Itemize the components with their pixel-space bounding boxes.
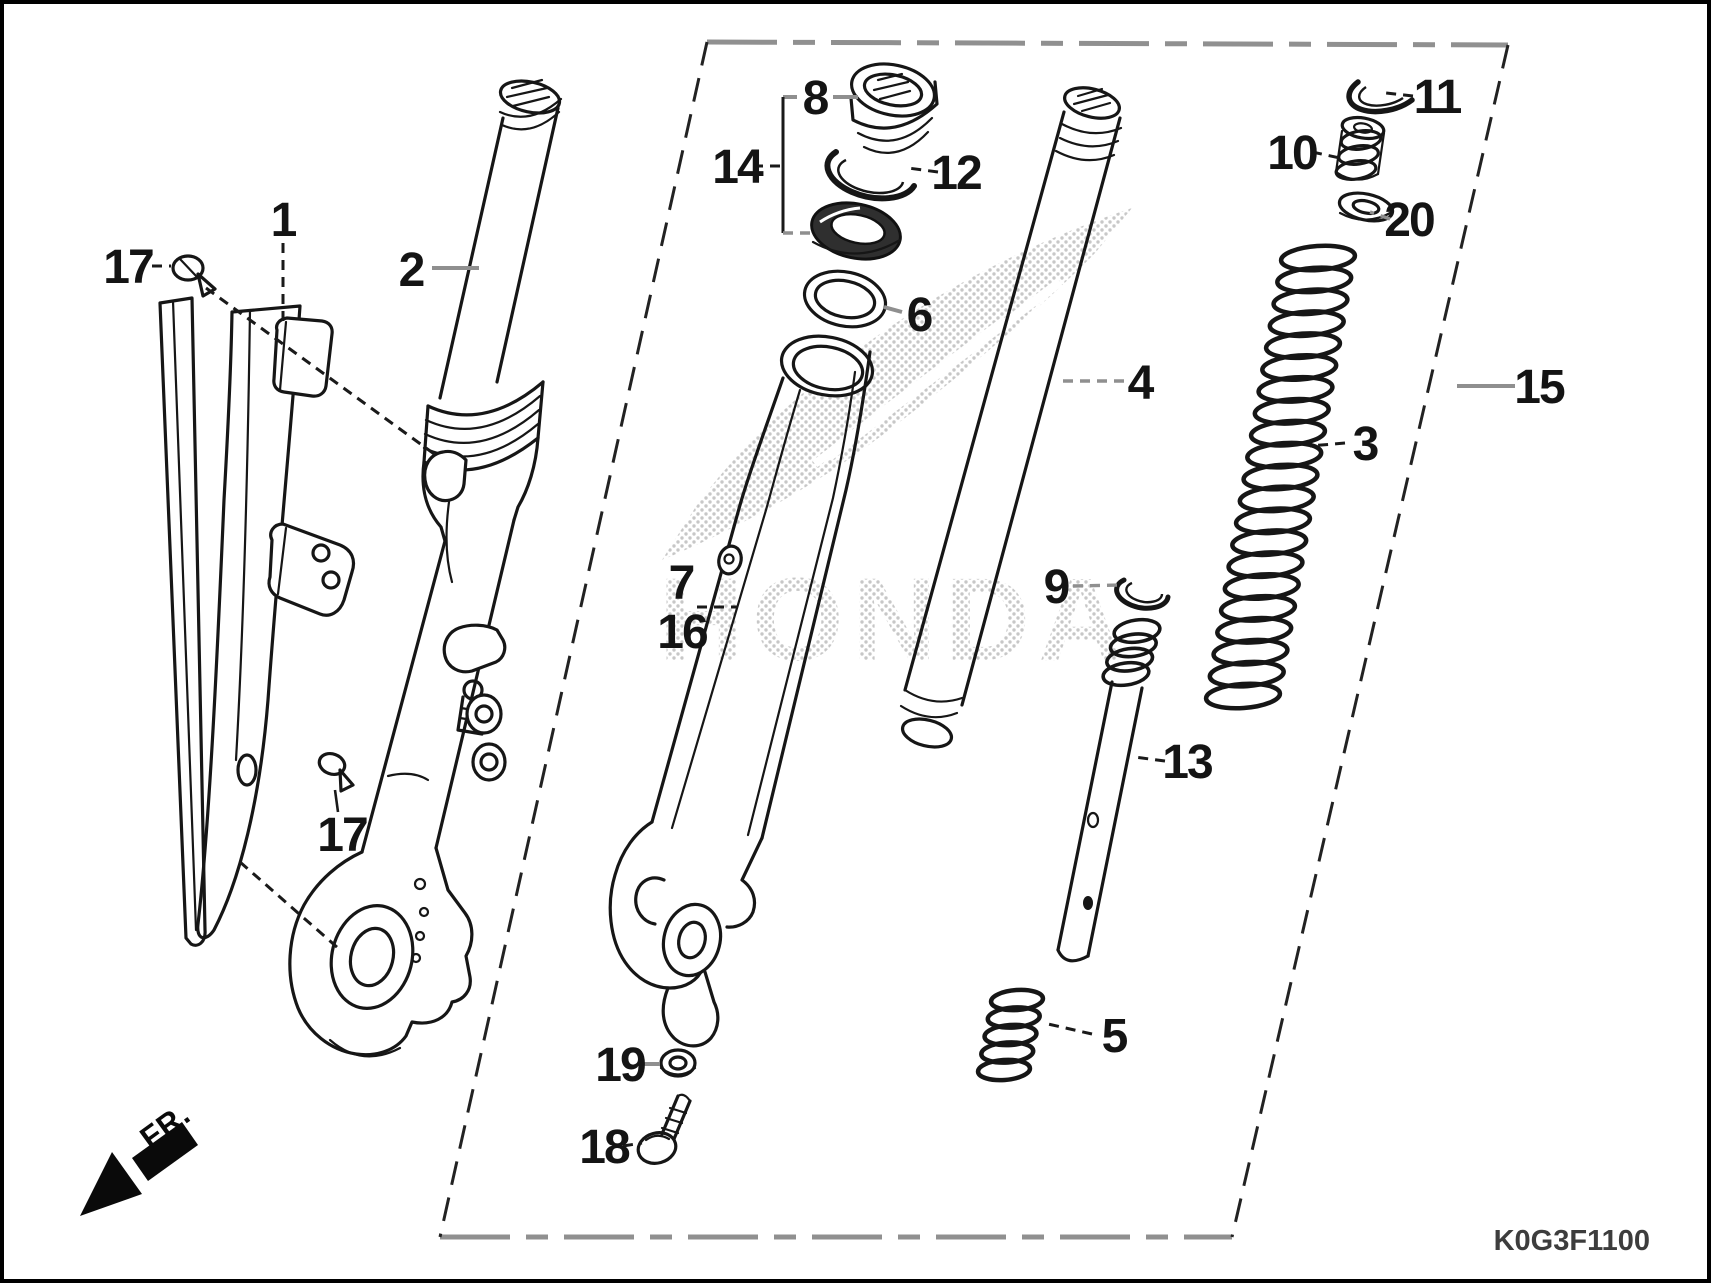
damper-rod [1056, 617, 1162, 963]
part-label-12: 12 [931, 147, 981, 200]
washer-20 [1337, 191, 1395, 223]
part-label-15: 15 [1514, 361, 1565, 414]
part-label-20: 20 [1384, 194, 1434, 247]
part-label-16: 16 [657, 606, 707, 659]
part-label-8: 8 [803, 72, 829, 125]
leader-lines [152, 91, 1515, 1148]
honda-watermark: HONDA [659, 208, 1132, 686]
clip-9 [1114, 577, 1171, 611]
fork-bottom-case [608, 334, 875, 1048]
part-label-6: 6 [907, 289, 932, 342]
honda-wing-icon [662, 208, 1132, 560]
part-label-11: 11 [1414, 71, 1462, 124]
part-label-3: 3 [1353, 418, 1378, 471]
part-label-2: 2 [399, 244, 424, 297]
part-label-18: 18 [579, 1121, 630, 1174]
rebound-spring [975, 987, 1046, 1083]
front-direction-marker: FR. [80, 1096, 198, 1216]
part-label-13: 13 [1162, 736, 1212, 789]
protector-screw-bottom [317, 752, 355, 793]
spring-seat-10 [1334, 115, 1386, 181]
part-labels: 1 2 3 4 5 6 7 8 9 10 11 12 13 14 15 16 1… [103, 71, 1567, 1174]
part-label-4: 4 [1128, 357, 1155, 410]
fork-seal-stack [802, 62, 939, 329]
part-label-17: 17 [103, 241, 153, 294]
part-label-10: 10 [1267, 127, 1317, 180]
part-label-14: 14 [712, 141, 764, 194]
main-fork-spring [1203, 243, 1358, 711]
bolt-spring-5-area [636, 1048, 697, 1165]
watermark-text: HONDA [659, 554, 1132, 686]
part-label-19: 19 [595, 1039, 645, 1092]
diagram-code: K0G3F1100 [1494, 1225, 1650, 1257]
fork-tube [899, 86, 1123, 749]
part-label-5: 5 [1102, 1010, 1128, 1063]
stopper-ring-11 [1346, 79, 1415, 115]
part-label-17b: 17 [317, 809, 367, 862]
part-label-1: 1 [271, 194, 297, 247]
assembly-boundary [438, 39, 1510, 1240]
part-label-7: 7 [669, 557, 694, 610]
fork-leg-assembly [288, 78, 563, 1058]
part-label-9: 9 [1044, 561, 1069, 614]
